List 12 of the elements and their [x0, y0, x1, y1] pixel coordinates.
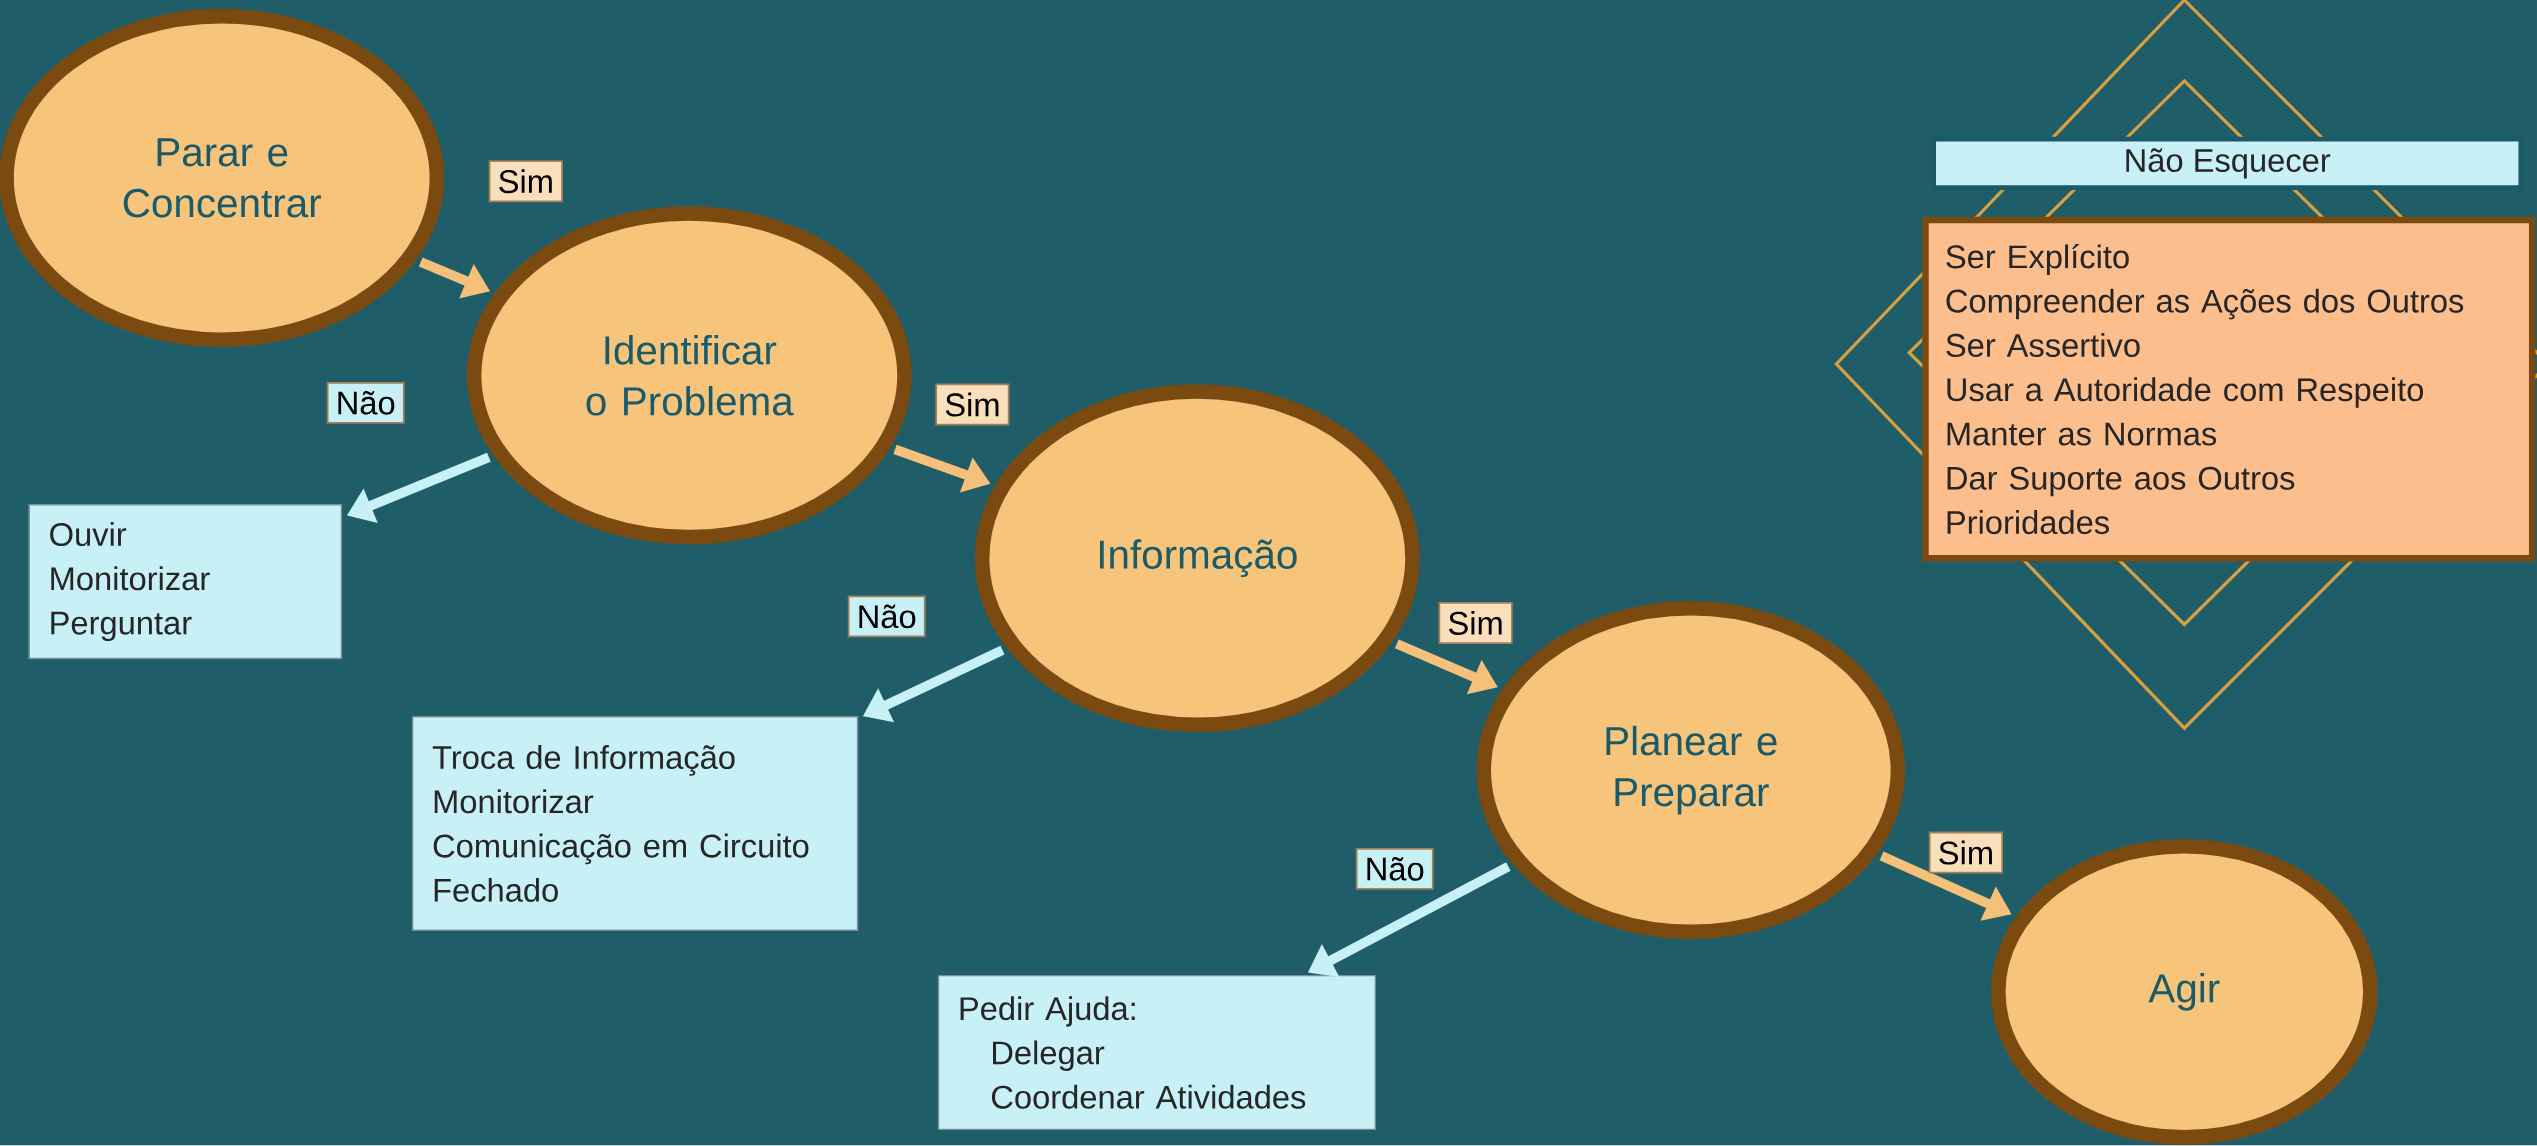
edge-label: Não	[326, 382, 405, 424]
edge-label: Sim	[488, 160, 563, 203]
note-box: Troca de Informação Monitorizar Comunicação em Circuito Fechado	[411, 716, 859, 932]
edge-label: Não	[847, 595, 926, 638]
edge-label: Não	[1355, 848, 1434, 890]
checklist-box: Ser Explícito Compreender as Ações dos Outros Ser Assertivo Usar a Autoridade com Respeito Manter as Normas Dar Suporte aos Outros Prioridades	[1922, 217, 2536, 562]
note-box: Pedir Ajuda: Delegar Coordenar Atividades	[937, 975, 1377, 1131]
edge-label: Sim	[1438, 602, 1513, 645]
header-box: Não Esquecer	[1931, 136, 2524, 191]
edge-label: Sim	[1928, 831, 2004, 874]
edge-label: Sim	[935, 383, 1010, 426]
note-box: Ouvir Monitorizar Perguntar	[28, 504, 343, 660]
